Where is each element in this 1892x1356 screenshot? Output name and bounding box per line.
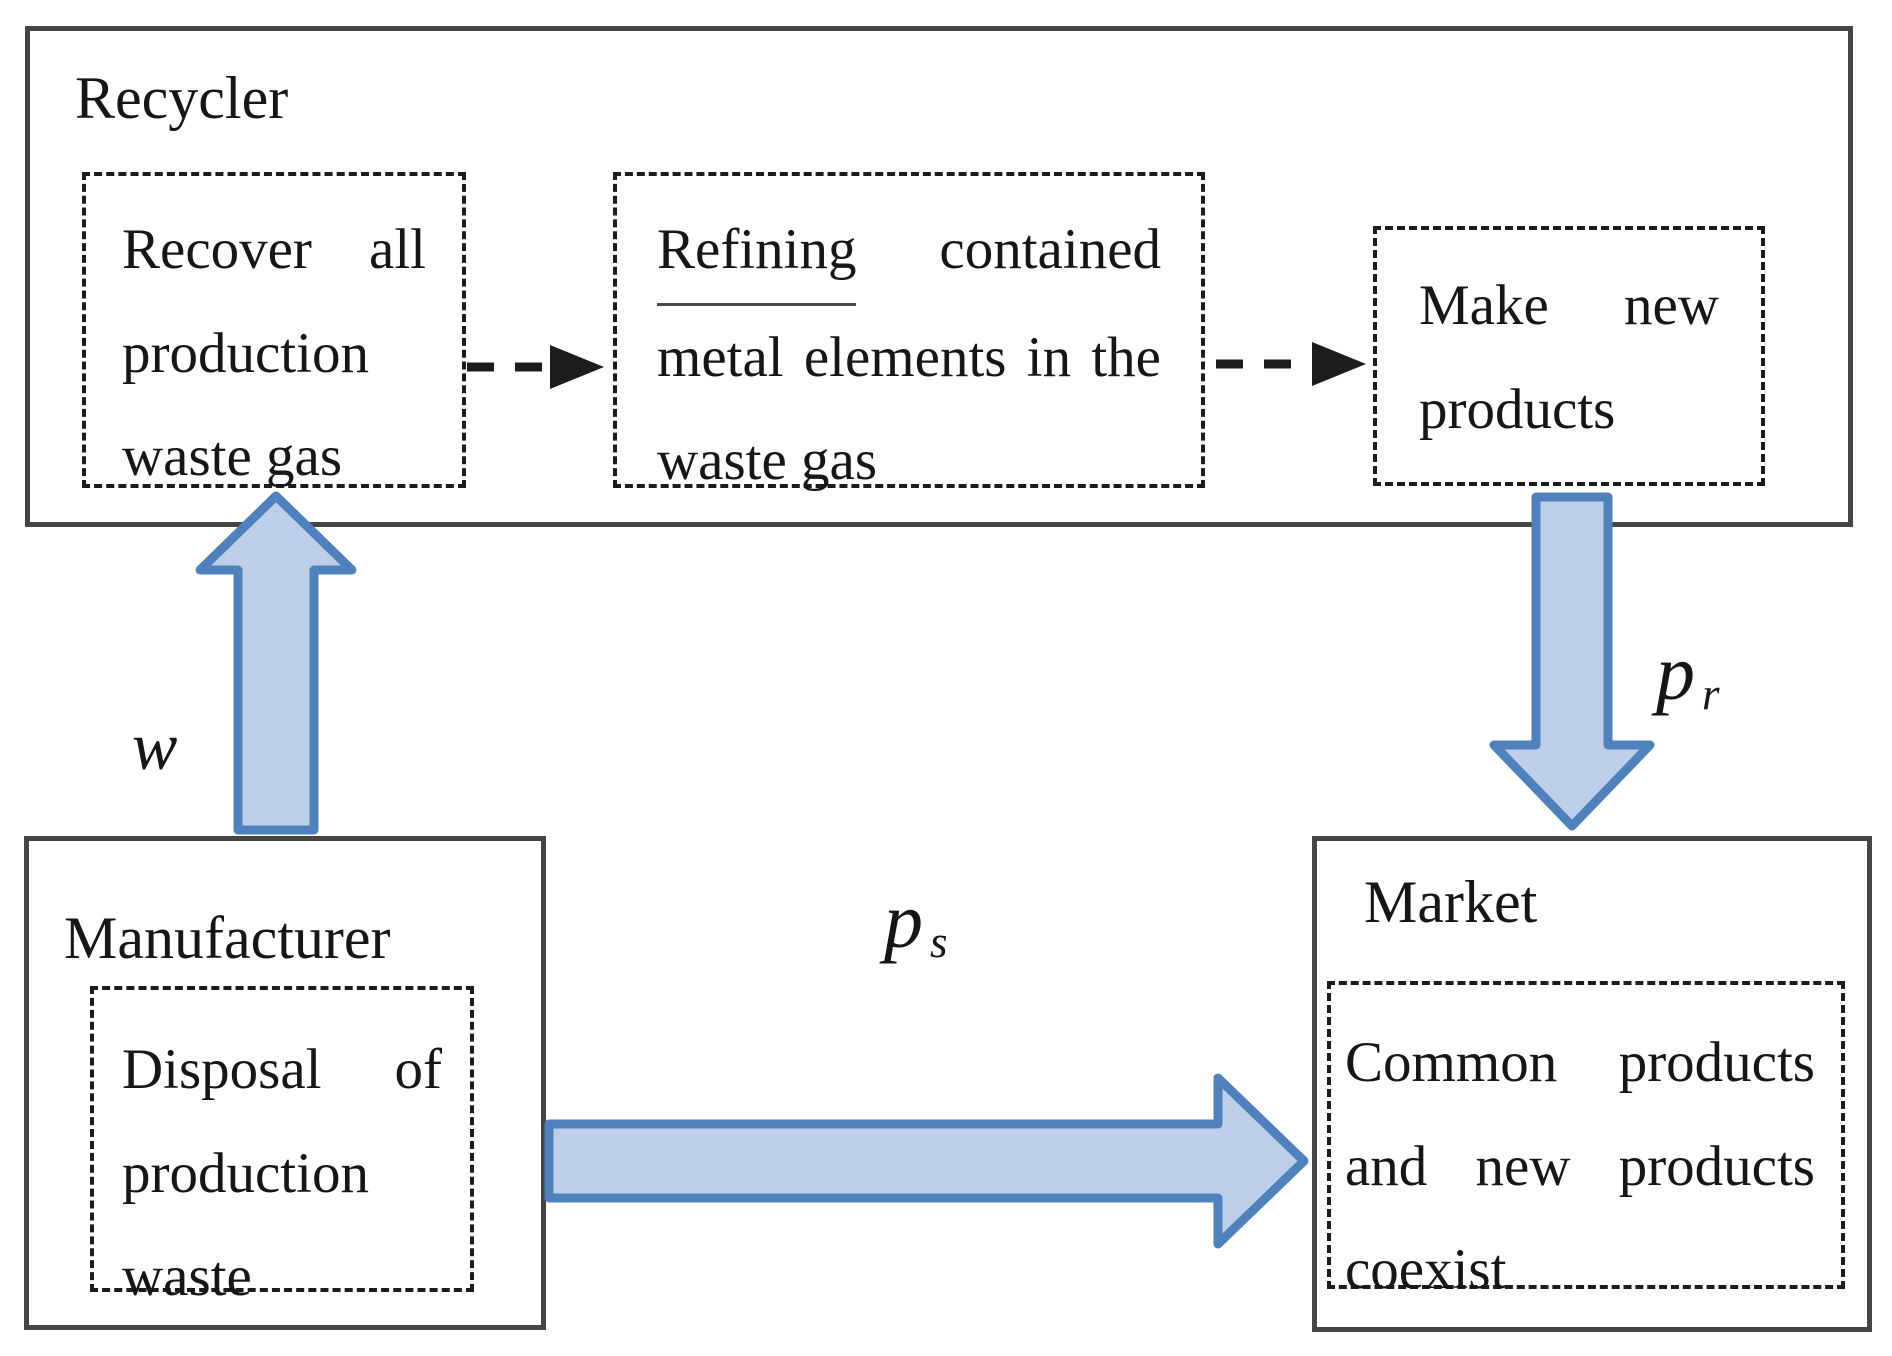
label-ps-sub: s — [930, 916, 948, 967]
label-w-text: w — [132, 708, 178, 784]
down-arrow-icon — [1489, 492, 1655, 831]
market-title: Market — [1364, 869, 1538, 935]
label-ps-main: p — [884, 877, 923, 964]
manufacturer-title: Manufacturer — [64, 905, 391, 971]
label-pr-main: p — [1656, 629, 1695, 716]
recycler-title: Recycler — [75, 65, 289, 131]
up-arrow-icon — [195, 491, 357, 835]
label-w: w — [132, 712, 177, 780]
label-pr-sub: r — [1702, 668, 1720, 719]
right-arrow-icon — [544, 1073, 1309, 1249]
